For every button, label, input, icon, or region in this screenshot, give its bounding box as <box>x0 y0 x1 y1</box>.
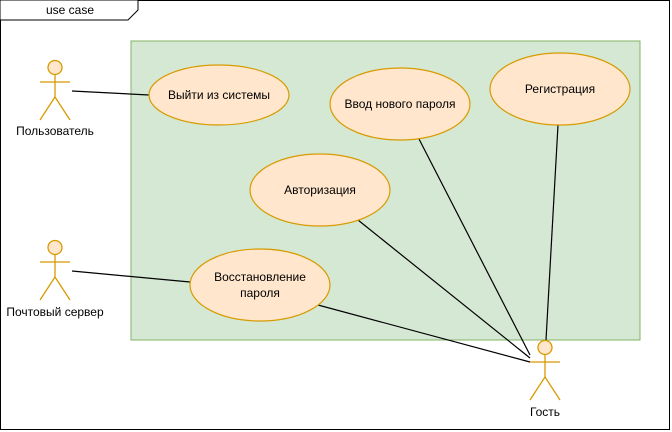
actor-label: Гость <box>530 405 560 419</box>
frame-title: use case <box>46 3 94 17</box>
use-case-label: Регистрация <box>525 82 595 96</box>
use-case-ellipse <box>189 248 331 322</box>
association-user-logout <box>71 90 150 96</box>
association-mail-restore <box>71 270 191 283</box>
actor-head-icon <box>47 239 63 256</box>
actor-head-icon <box>47 59 63 76</box>
use-case-logout[interactable]: Выйти из системы <box>148 64 290 126</box>
use-case-label: Ввод нового пароля <box>344 97 455 111</box>
use-case-label: пароля <box>240 286 280 300</box>
use-case-ellipse <box>329 67 471 141</box>
use-case-restore[interactable]: Восстановление пароля <box>189 248 331 322</box>
use-case-register[interactable]: Регистрация <box>489 52 631 126</box>
actor-leg-icon <box>54 96 71 121</box>
actor-leg-icon <box>39 276 56 301</box>
actor-mail[interactable]: Почтовый сервер <box>6 239 104 320</box>
use-case-label: Выйти из системы <box>168 88 270 102</box>
actor-label: Пользователь <box>16 124 94 138</box>
actor-label: Почтовый сервер <box>6 305 104 319</box>
actor-user[interactable]: Пользователь <box>16 59 94 139</box>
association-guest-auth <box>357 219 531 359</box>
use-case-ellipse <box>489 52 631 126</box>
association-lines <box>71 90 559 363</box>
association-guest-restore <box>317 304 531 363</box>
frame-tab <box>0 0 139 21</box>
use-case-ellipse <box>249 153 391 227</box>
association-guest-newpass <box>418 138 531 356</box>
association-guest-register <box>545 124 559 341</box>
actor-leg-icon <box>54 276 71 301</box>
actor-guest[interactable]: Гость <box>529 339 561 420</box>
use-case-auth[interactable]: Авторизация <box>249 153 391 227</box>
actor-head-icon <box>537 339 553 356</box>
use-case-newpass[interactable]: Ввод нового пароля <box>329 67 471 141</box>
use-case-label: Восстановление <box>214 270 306 284</box>
use-case-ellipse <box>148 64 290 126</box>
actor-leg-icon <box>529 376 546 401</box>
actor-leg-icon <box>39 96 56 121</box>
use-case-label: Авторизация <box>284 183 356 197</box>
actor-leg-icon <box>544 376 561 401</box>
